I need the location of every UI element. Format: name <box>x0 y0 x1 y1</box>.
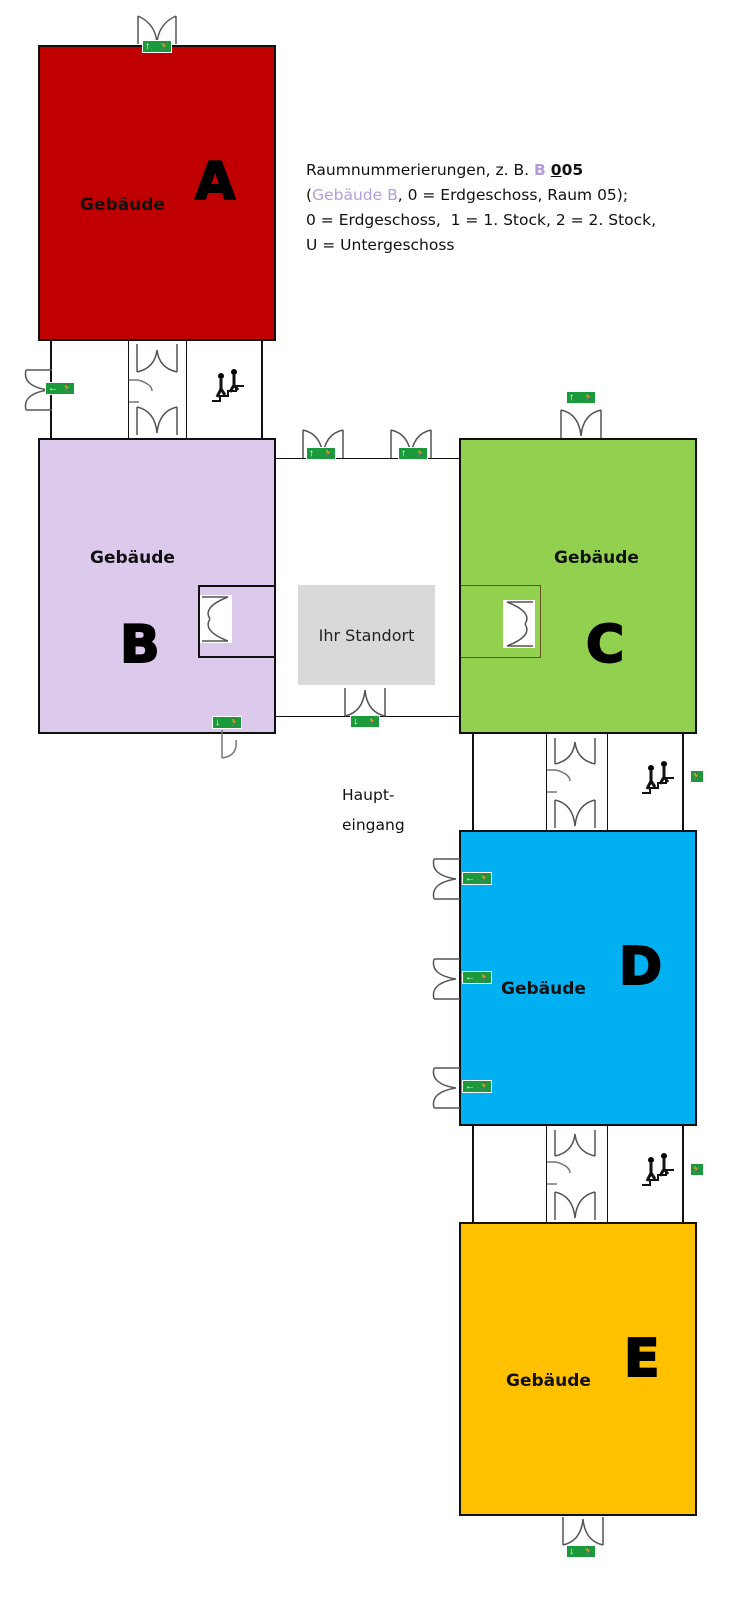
building-letter: A <box>194 151 236 213</box>
wall <box>276 458 459 459</box>
door-icon <box>221 730 237 759</box>
building-letter: B <box>119 614 161 676</box>
door-icon <box>503 600 535 648</box>
wall <box>198 656 276 658</box>
legend-text: U = Untergeschoss <box>306 236 455 254</box>
emergency-exit-sign-icon: ↑🏃 <box>306 447 336 460</box>
building-c: Gebäude C <box>459 438 697 734</box>
legend-building-letter: B <box>534 161 546 179</box>
emergency-exit-sign-icon: ←🏃 <box>462 1080 492 1093</box>
wall <box>607 1126 608 1222</box>
door-icon <box>137 15 177 45</box>
door-icon <box>562 1517 604 1546</box>
building-label: Gebäude <box>80 195 165 215</box>
door-icon <box>547 1161 571 1185</box>
wall <box>261 340 263 438</box>
stairs-icon <box>212 369 244 402</box>
wall <box>540 585 541 658</box>
door-icon <box>554 799 596 828</box>
building-d: Gebäude D <box>459 830 697 1126</box>
wall <box>682 734 684 830</box>
legend-text: 0 = Erdgeschoss, 1 = 1. Stock, 2 = 2. St… <box>306 211 657 229</box>
stairs-icon <box>642 1153 674 1186</box>
emergency-exit-sign-icon: 🏃 <box>690 1163 704 1176</box>
emergency-exit-sign-icon: ↑🏃 <box>142 40 172 53</box>
wall <box>198 585 200 657</box>
wall <box>461 585 541 586</box>
wall <box>461 657 541 658</box>
emergency-exit-sign-icon: ←🏃 <box>462 971 492 984</box>
wall <box>682 1126 684 1222</box>
building-label: Gebäude <box>90 548 175 568</box>
main-entrance-label: Haupt- eingang <box>342 780 405 840</box>
building-letter: E <box>623 1328 661 1390</box>
door-icon <box>390 429 432 458</box>
wall <box>546 734 547 830</box>
legend-text: , 0 = Erdgeschoss, Raum 05); <box>397 186 629 204</box>
door-icon <box>24 369 52 411</box>
door-icon <box>554 738 596 765</box>
stairs-icon <box>642 761 674 794</box>
emergency-exit-sign-icon: ←🏃 <box>462 872 492 885</box>
building-label: Gebäude <box>506 1371 591 1391</box>
main-entrance-line: eingang <box>342 816 405 834</box>
wall <box>198 585 276 587</box>
door-icon <box>560 409 602 438</box>
emergency-exit-sign-icon: ←🏃 <box>45 382 75 395</box>
door-icon <box>200 595 232 643</box>
door-icon <box>302 429 344 458</box>
wall <box>546 1126 547 1222</box>
door-icon <box>129 379 153 403</box>
building-letter: D <box>618 936 663 998</box>
wall <box>607 734 608 830</box>
wall <box>186 340 187 438</box>
location-label: Ihr Standort <box>318 625 415 645</box>
door-icon <box>432 858 460 900</box>
emergency-exit-sign-icon: ↑🏃 <box>398 447 428 460</box>
door-icon <box>136 344 178 373</box>
door-icon <box>547 769 571 793</box>
building-letter: C <box>585 614 625 676</box>
main-entrance-line: Haupt- <box>342 786 395 804</box>
emergency-exit-sign-icon: ↓🏃 <box>566 1545 596 1558</box>
legend-text: Raumnummerierungen, z. B. <box>306 161 534 179</box>
door-icon <box>432 1067 460 1109</box>
building-label: Gebäude <box>554 548 639 568</box>
emergency-exit-sign-icon: ↑🏃 <box>566 391 596 404</box>
wall <box>472 1126 474 1222</box>
legend-room-digits: 05 <box>561 161 584 179</box>
building-a: Gebäude A <box>38 45 276 341</box>
door-icon <box>136 406 178 435</box>
you-are-here-marker: Ihr Standort <box>298 585 435 685</box>
legend-building: Gebäude B <box>312 186 398 204</box>
wall <box>472 734 474 830</box>
wall <box>128 340 129 438</box>
building-e: Gebäude E <box>459 1222 697 1516</box>
door-icon <box>554 1130 596 1157</box>
emergency-exit-sign-icon: 🏃 <box>690 770 704 783</box>
legend-text: ( <box>306 186 313 204</box>
legend-floor-digit: 0 <box>550 161 562 179</box>
building-label: Gebäude <box>501 979 586 999</box>
door-icon <box>554 1191 596 1220</box>
room-numbering-legend: Raumnummerierungen, z. B. B 005 (Gebäude… <box>306 158 656 258</box>
door-icon <box>344 688 386 717</box>
door-icon <box>432 958 460 1000</box>
emergency-exit-sign-icon: ↓🏃 <box>212 716 242 729</box>
emergency-exit-sign-icon: ↓🏃 <box>350 715 380 728</box>
